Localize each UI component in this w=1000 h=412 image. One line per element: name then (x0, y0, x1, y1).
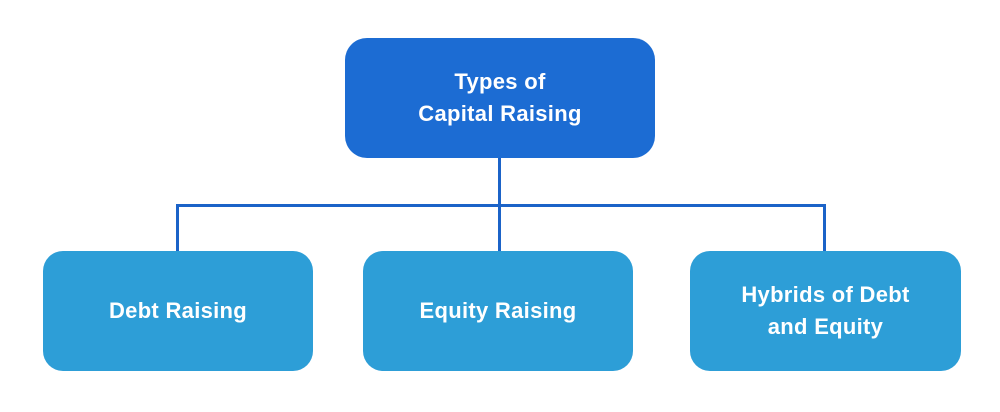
connector-root-stem (498, 158, 501, 207)
child-node-label: Hybrids of Debt and Equity (741, 282, 910, 339)
node-types-of-capital-raising: Types of Capital Raising (345, 38, 655, 158)
node-debt-raising: Debt Raising (43, 251, 313, 371)
child-node-label: Equity Raising (419, 298, 577, 323)
connector-horizontal-rail (176, 204, 826, 207)
connector-drop-equity (498, 204, 501, 251)
child-node-label: Debt Raising (108, 298, 248, 323)
root-node-label: Types of Capital Raising (418, 69, 582, 126)
node-equity-raising: Equity Raising (363, 251, 633, 371)
connector-drop-hybrids (823, 204, 826, 251)
node-hybrids-of-debt-and-equity: Hybrids of Debt and Equity (690, 251, 961, 371)
connector-drop-debt (176, 204, 179, 251)
